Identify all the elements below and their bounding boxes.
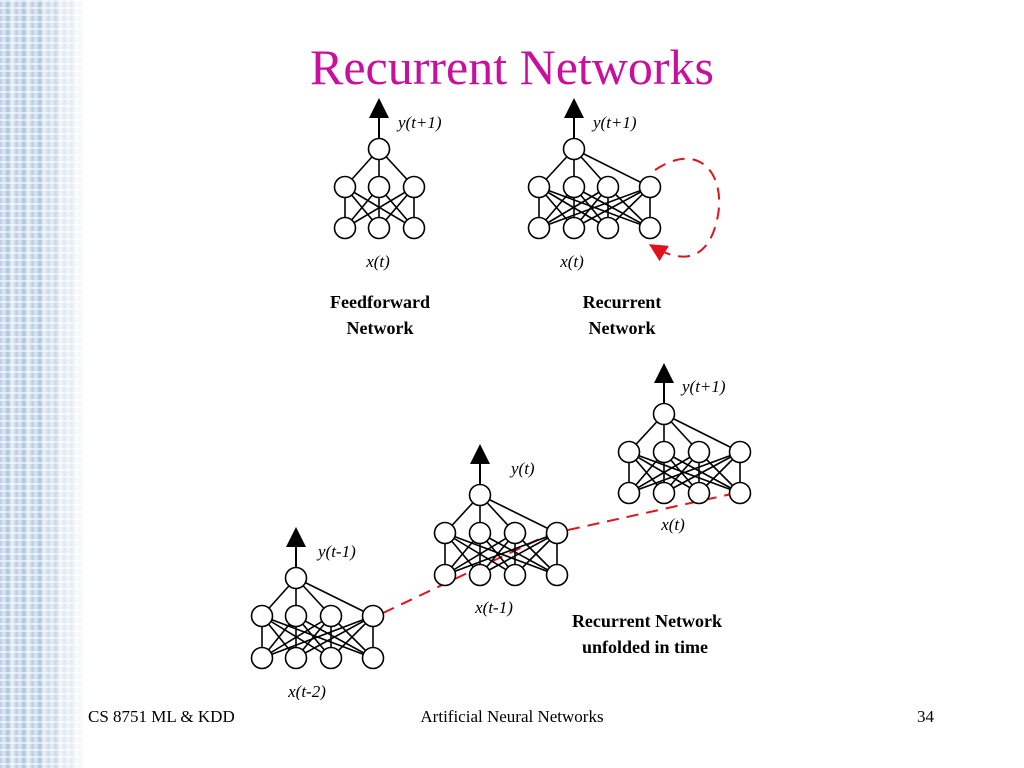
time-link-t-1-to-t [567,492,737,531]
output-hidden-connection [573,148,651,188]
unfolded-step-3-input-label: x(t) [660,515,685,534]
input-neuron [728,481,752,505]
input-neuron [284,646,308,670]
hidden-neuron [250,604,274,628]
footer-course: CS 8751 ML & KDD [88,707,235,726]
unfolded-step-1-neurons [250,566,385,670]
hidden-input-connection [538,186,651,229]
feedforward-caption-line2: Network [347,318,414,338]
unfolded-step-3-neurons [617,402,752,505]
hidden-input-connection [444,532,516,576]
input-neuron [638,216,662,240]
feedforward-caption-line1: Feedforward [330,292,430,312]
network-diagrams: y(t+1) x(t) Feedforward Network y(t+1) x… [250,98,752,700]
hidden-input-connection [479,532,558,576]
recurrent-caption-line2: Network [589,318,656,338]
unfolded-step-2-connections [444,494,558,576]
unfolded-caption-line2: unfolded in time [582,637,708,657]
recurrent-feedback-loop [648,157,721,262]
output-neuron [562,137,586,161]
recurrent-neurons [527,137,662,240]
input-neuron [652,481,676,505]
output-neuron [284,566,308,590]
output-hidden-connection [479,494,558,534]
hidden-input-connection [261,615,374,659]
input-neuron [367,216,391,240]
hidden-neuron [545,521,569,545]
hidden-input-connection [628,451,741,494]
hidden-neuron [361,604,385,628]
recurrent-input-label: x(t) [559,252,584,271]
hidden-input-connection [295,615,374,659]
hidden-neuron [433,521,457,545]
hidden-input-connection [573,186,651,229]
unfolded-step-1-output-label: y(t-1) [316,542,356,561]
input-neuron [402,216,426,240]
hidden-neuron [333,175,357,199]
decorative-stripe-fade [40,0,84,768]
output-neuron [367,137,391,161]
unfolded-step-1-input-label: x(t-2) [287,682,326,700]
unfolded-step-3-output-label: y(t+1) [680,377,726,396]
recurrent-network: y(t+1) x(t) Recurrent Network [527,98,721,338]
hidden-neuron [367,175,391,199]
input-neuron [527,216,551,240]
hidden-input-connection [344,186,415,229]
input-neuron [319,646,343,670]
hidden-input-connection [538,186,609,229]
hidden-neuron [687,440,711,464]
hidden-neuron [638,175,662,199]
input-neuron [361,646,385,670]
input-neuron [596,216,620,240]
recurrent-caption-line1: Recurrent [583,292,662,312]
unfolded-step-2-neurons [433,483,569,587]
hidden-input-connection [663,451,741,494]
hidden-neuron [319,604,343,628]
input-neuron [503,563,527,587]
recurrent-connections [538,148,651,229]
output-neuron [652,402,676,426]
hidden-input-connection [444,532,558,576]
hidden-neuron [527,175,551,199]
hidden-neuron [468,521,492,545]
recurrent-output-label: y(t+1) [591,113,637,132]
input-neuron [250,646,274,670]
feedforward-output-label: y(t+1) [396,113,442,132]
hidden-neuron [728,440,752,464]
unfolded-step-3-connections [628,413,741,494]
unfolded-step-1-connections [261,577,374,659]
hidden-neuron [617,440,641,464]
output-neuron [468,483,492,507]
input-neuron [545,563,569,587]
input-neuron [468,563,492,587]
output-hidden-connection [663,413,741,453]
hidden-input-connection [628,451,700,494]
unfolded-step-2-output-label: y(t) [509,459,535,478]
input-neuron [617,481,641,505]
input-neuron [333,216,357,240]
hidden-input-connection [261,615,332,659]
time-link-t-2-to-t-1 [382,532,553,614]
footer-topic: Artificial Neural Networks [420,707,604,726]
feedforward-neurons [333,137,426,240]
unfolded-step-2-input-label: x(t-1) [474,598,513,617]
feedforward-network: y(t+1) x(t) Feedforward Network [330,98,442,338]
footer-page-number: 34 [917,707,934,726]
slide-title: Recurrent Networks [309,39,715,95]
input-neuron [562,216,586,240]
hidden-neuron [284,604,308,628]
feedforward-input-label: x(t) [365,252,390,271]
output-hidden-connection [295,577,374,617]
unfolded-caption-line1: Recurrent Network [572,611,722,631]
hidden-neuron [402,175,426,199]
input-neuron [687,481,711,505]
input-neuron [433,563,457,587]
hidden-neuron [503,521,527,545]
hidden-neuron [596,175,620,199]
hidden-neuron [652,440,676,464]
unfolded-network: y(t-1) x(t-2) y(t) x(t-1) y(t+1) x(t) Re… [250,363,752,700]
hidden-neuron [562,175,586,199]
